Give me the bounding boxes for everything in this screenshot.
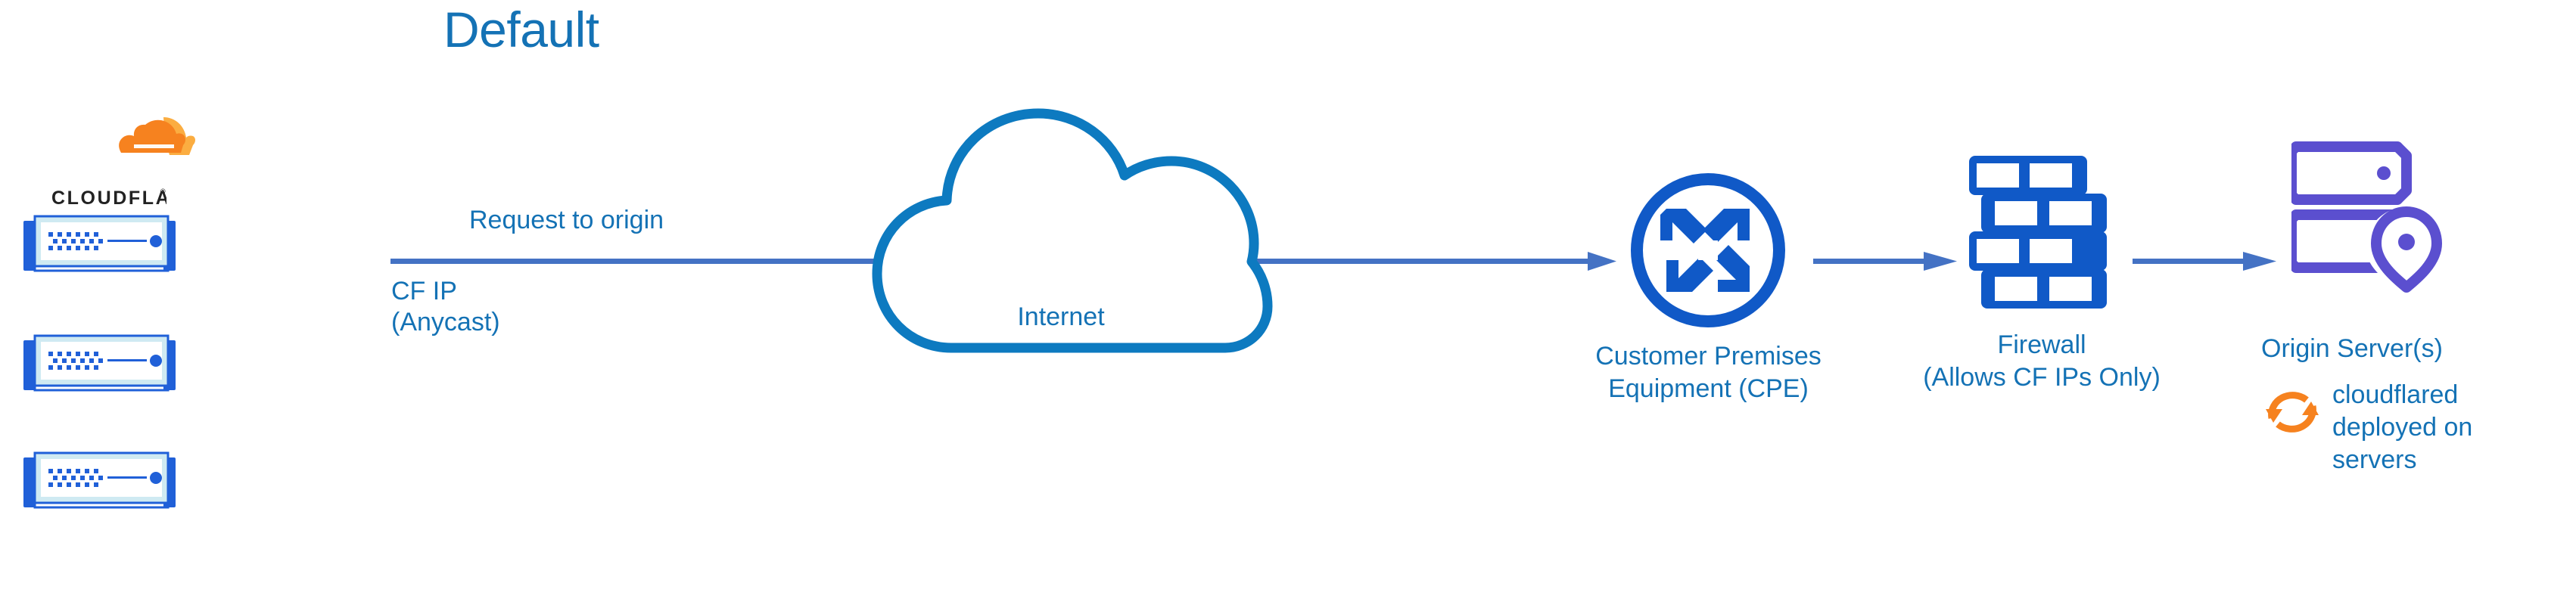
server-rack-icon: [23, 334, 176, 392]
cloud-icon: [872, 108, 1273, 353]
cloudflare-wordmark-text: CLOUDFLARE: [51, 188, 166, 209]
page-title: Default: [443, 2, 599, 57]
cf-ip-label: CF IP (Anycast): [391, 276, 500, 339]
refresh-sync-icon: [2266, 392, 2319, 433]
cloudflared-text: cloudflared deployed on servers: [2332, 379, 2559, 476]
cloudflared-note: cloudflared deployed on servers: [2263, 379, 2573, 518]
cloudflare-logo: CLOUDFLARE ®: [18, 106, 195, 216]
cpe-label: Customer Premises Equipment (CPE): [1506, 340, 1911, 405]
cloudflare-cloud-icon: [119, 117, 195, 155]
cloudflare-wordmark: CLOUDFLARE ®: [51, 188, 166, 209]
request-to-origin-label: Request to origin: [469, 206, 664, 234]
firewall-label-line1: Firewall: [1997, 330, 2086, 359]
cloudflared-line1: cloudflared: [2332, 380, 2459, 409]
server-stack-location-pin-icon: [2291, 141, 2447, 293]
cloudflared-line3: servers: [2332, 445, 2417, 474]
cpe-label-line2: Equipment (CPE): [1608, 374, 1809, 403]
cloudflared-line2: deployed on: [2332, 412, 2473, 442]
firewall-label: Firewall (Allows CF IPs Only): [1875, 329, 2208, 393]
cf-ip-line1: CF IP: [391, 277, 457, 305]
origin-server-label: Origin Server(s): [2261, 334, 2443, 363]
cpe-label-line1: Customer Premises: [1595, 342, 1822, 371]
internet-label: Internet: [1017, 302, 1105, 331]
registered-mark: ®: [160, 188, 166, 195]
brick-wall-icon: [1969, 156, 2107, 309]
arrow-firewall-to-origin: [2133, 252, 2276, 271]
firewall-label-line2: (Allows CF IPs Only): [1923, 362, 2161, 392]
server-rack-icon: [23, 215, 176, 272]
arrow-cpe-to-firewall: [1813, 252, 1957, 271]
server-rack-icon: [23, 451, 176, 509]
cf-ip-line2: (Anycast): [391, 308, 500, 337]
router-four-arrows-icon: [1631, 173, 1785, 327]
